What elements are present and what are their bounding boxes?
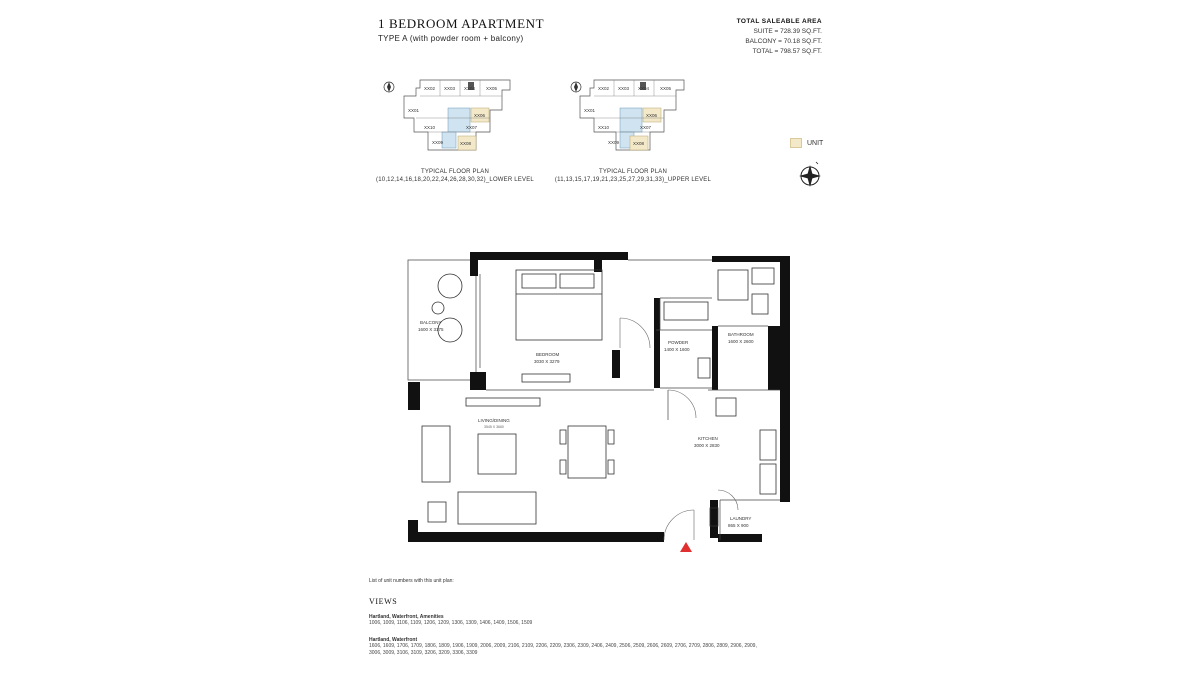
room-bedroom-name: BEDROOM (536, 352, 560, 357)
keyplan-lower: XX02 XX03 XX04 XX05 XX01 XX06 XX10 XX07 … (380, 70, 530, 160)
room-kitchen-dims: 3000 X 2830 (694, 443, 720, 448)
keyplan-lower-unit: XX05 (486, 86, 498, 91)
keyplan-upper-caption-floors: (11,13,15,17,19,21,23,25,27,29,31,33)_UP… (554, 177, 712, 183)
views-group-title: Hartland, Waterfront, Amenities (369, 614, 444, 620)
views-group-units: 1006, 1009, 1106, 1109, 1206, 1209, 1306… (369, 620, 533, 626)
keyplan-upper-unit: XX03 (618, 86, 630, 91)
balcony-furniture (431, 273, 463, 343)
keyplan-upper-caption-title: TYPICAL FLOOR PLAN (598, 169, 668, 175)
keyplan-upper-caption: TYPICAL FLOOR PLAN (11,13,15,17,19,21,23… (548, 168, 718, 184)
bathroom-fixtures (663, 267, 777, 527)
legend: UNIT (790, 138, 823, 148)
page-title: 1 BEDROOM APARTMENT (378, 16, 545, 31)
keyplan-upper-unit: XX09 (608, 140, 620, 145)
north-compass-icon (796, 160, 826, 190)
keyplan-lower-unit: XX07 (466, 125, 478, 130)
keyplan-lower-unit: XX10 (424, 125, 436, 130)
room-kitchen-name: KITCHEN (698, 436, 718, 441)
keyplan-lower-unit: XX02 (424, 86, 436, 91)
keyplan-lower-unit: XX03 (444, 86, 456, 91)
room-powder-name: POWDER (668, 340, 689, 345)
bed (515, 269, 603, 383)
legend-unit-swatch (790, 138, 802, 148)
keyplan-upper-unit: XX05 (660, 86, 672, 91)
keyplan-upper-unit: XX01 (584, 108, 596, 113)
door-swings (619, 317, 739, 541)
legend-unit-label: UNIT (807, 139, 824, 147)
keyplan-upper-unit: XX06 (646, 113, 658, 118)
room-powder-dims: 1400 X 1600 (664, 347, 690, 352)
room-living-dims: 3545 X 3660 (484, 425, 504, 429)
keyplan-upper-unit: XX07 (640, 125, 652, 130)
entry-marker-icon (680, 542, 692, 552)
views-heading: VIEWS (369, 597, 398, 606)
keyplan-upper-unit: XX08 (633, 141, 645, 146)
floor-plan: BALCONY 1600 X 3175 BEDROOM 3030 X 3279 … (400, 250, 800, 560)
room-bedroom-dims: 3030 X 3279 (534, 359, 560, 364)
room-bathroom-dims: 1600 X 2600 (728, 339, 754, 344)
keyplan-upper-unit: XX02 (598, 86, 610, 91)
walls (408, 252, 790, 542)
compass-small-icon (383, 81, 395, 93)
room-laundry-name: LAUNDRY (730, 516, 751, 521)
views-group: Hartland, Waterfront, Amenities 1006, 10… (369, 614, 759, 627)
interior-lines (479, 259, 780, 540)
area-total: TOTAL = 798.57 SQ.FT. (752, 48, 822, 55)
keyplan-lower-unit: XX06 (474, 113, 486, 118)
keyplan-upper-unit: XX04 (638, 86, 650, 91)
room-laundry-dims: 865 X 900 (728, 523, 749, 528)
unit-type-subtitle: TYPE A (with powder room + balcony) (378, 34, 524, 43)
keyplan-upper-unit: XX10 (598, 125, 610, 130)
keyplan-lower-unit: XX01 (408, 108, 420, 113)
saleable-area-block: TOTAL SALEABLE AREA SUITE = 728.39 SQ.FT… (737, 17, 822, 57)
compass-small-icon (570, 81, 582, 93)
keyplan-lower-unit: XX04 (464, 86, 476, 91)
keyplan-lower-unit: XX08 (460, 141, 472, 146)
keyplan-lower-caption: TYPICAL FLOOR PLAN (10,12,14,16,18,20,22… (370, 168, 540, 184)
views-group-units: 1606, 1609, 1706, 1709, 1806, 1809, 1906… (369, 643, 757, 656)
views-group: Hartland, Waterfront 1606, 1609, 1706, 1… (369, 637, 759, 657)
living-furniture (421, 397, 615, 525)
keyplan-lower-caption-floors: (10,12,14,16,18,20,22,24,26,28,30,32)_LO… (376, 177, 534, 183)
views-group-title: Hartland, Waterfront (369, 637, 418, 643)
area-suite: SUITE = 728.39 SQ.FT. (753, 28, 822, 35)
balcony-outline (407, 259, 477, 381)
room-bathroom-name: BATHROOM (728, 332, 754, 337)
room-balcony-dims: 1600 X 3175 (418, 327, 444, 332)
area-heading: TOTAL SALEABLE AREA (736, 18, 822, 25)
room-living-name: LIVING/DINING (478, 418, 510, 423)
area-balcony: BALCONY = 70.18 SQ.FT. (745, 38, 822, 45)
keyplan-lower-unit: XX09 (432, 140, 444, 145)
keyplan-upper: XX02 XX03 XX04 XX05 XX01 XX06 XX10 XX07 … (558, 70, 708, 160)
room-balcony-name: BALCONY (420, 320, 442, 325)
keyplan-lower-caption-title: TYPICAL FLOOR PLAN (420, 169, 490, 175)
unit-list-intro: List of unit numbers with this unit plan… (369, 578, 454, 584)
